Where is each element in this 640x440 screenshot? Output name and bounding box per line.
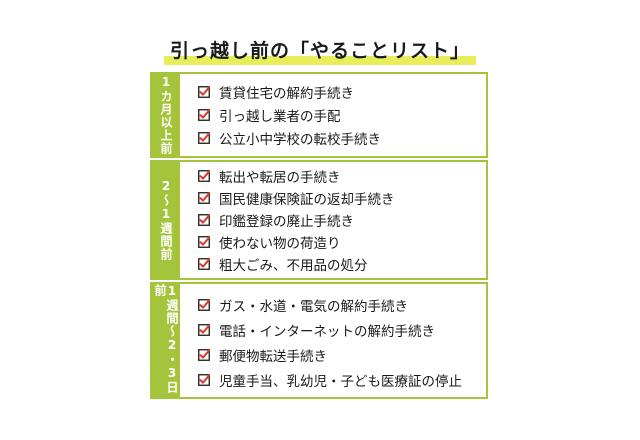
title-area: 引っ越し前の「やることリスト」: [0, 36, 640, 65]
checkbox-checked-icon: [198, 214, 210, 226]
period-label: 1カ月以上前: [159, 75, 173, 155]
checklist-item-label: 公立小中学校の転校手続き: [219, 132, 381, 148]
checkbox-checked-icon: [198, 258, 210, 270]
checkbox-checked-icon: [198, 349, 210, 361]
checklist-item: 賃貸住宅の解約手続き: [198, 82, 480, 102]
checkbox-checked-icon: [198, 132, 210, 144]
checklist-item-label: ガス・水道・電気の解約手続き: [219, 299, 408, 315]
checkbox-checked-icon: [198, 192, 210, 204]
checkbox-checked-icon: [198, 324, 210, 336]
section-2-1-weeks-before: 2〜1週間前 転出や転居の手続き 国民健康保険証の返却手続き 印鑑登録の廃止手続…: [150, 160, 488, 280]
checklist-item: 郵便物転送手続き: [198, 345, 480, 365]
checkbox-checked-icon: [198, 86, 210, 98]
checkbox-checked-icon: [198, 299, 210, 311]
checklist-item: 電話・インターネットの解約手続き: [198, 320, 480, 340]
section-1-month-before: 1カ月以上前 賃貸住宅の解約手続き 引っ越し業者の手配 公立小中学校の転校手続き: [150, 72, 488, 158]
checkbox-checked-icon: [198, 374, 210, 386]
checklist-item-label: 賃貸住宅の解約手続き: [219, 86, 354, 102]
checklist-item: 公立小中学校の転校手続き: [198, 128, 480, 148]
page-title: 引っ越し前の「やることリスト」: [163, 36, 476, 65]
period-label: 1週間〜2・3日前: [153, 284, 179, 394]
checklist-item-label: 電話・インターネットの解約手続き: [219, 324, 435, 340]
checklist-item: ガス・水道・電気の解約手続き: [198, 295, 480, 315]
checklist-item-label: 郵便物転送手続き: [219, 349, 327, 365]
checklist-item-label: 転出や転居の手続き: [219, 170, 341, 186]
checklist-item: 国民健康保険証の返却手続き: [198, 188, 480, 208]
checklist-item: 使わない物の荷造り: [198, 232, 480, 252]
checklist-item: 粗大ごみ、不用品の処分: [198, 254, 480, 274]
checklist-item: 引っ越し業者の手配: [198, 105, 480, 125]
period-label-box: 1週間〜2・3日前: [152, 284, 180, 397]
period-label: 2〜1週間前: [159, 179, 173, 261]
checklist-item: 転出や転居の手続き: [198, 166, 480, 186]
checklist-item-label: 児童手当、乳幼児・子ども医療証の停止: [219, 374, 462, 390]
checkbox-checked-icon: [198, 236, 210, 248]
section-1-week-to-2-3-days-before: 1週間〜2・3日前 ガス・水道・電気の解約手続き 電話・インターネットの解約手続…: [150, 282, 488, 399]
checkbox-checked-icon: [198, 109, 210, 121]
checklist-item-label: 使わない物の荷造り: [219, 236, 341, 252]
checklist-item-label: 国民健康保険証の返却手続き: [219, 192, 395, 208]
checklist-item-label: 粗大ごみ、不用品の処分: [219, 258, 368, 274]
checklist-item-label: 引っ越し業者の手配: [219, 109, 341, 125]
checklist-item: 児童手当、乳幼児・子ども医療証の停止: [198, 370, 480, 390]
page-title-text: 引っ越し前の「やることリスト」: [169, 40, 470, 62]
checkbox-checked-icon: [198, 170, 210, 182]
period-label-box: 2〜1週間前: [152, 162, 180, 278]
period-label-box: 1カ月以上前: [152, 74, 180, 156]
checklist-item: 印鑑登録の廃止手続き: [198, 210, 480, 230]
checklist-item-label: 印鑑登録の廃止手続き: [219, 214, 354, 230]
